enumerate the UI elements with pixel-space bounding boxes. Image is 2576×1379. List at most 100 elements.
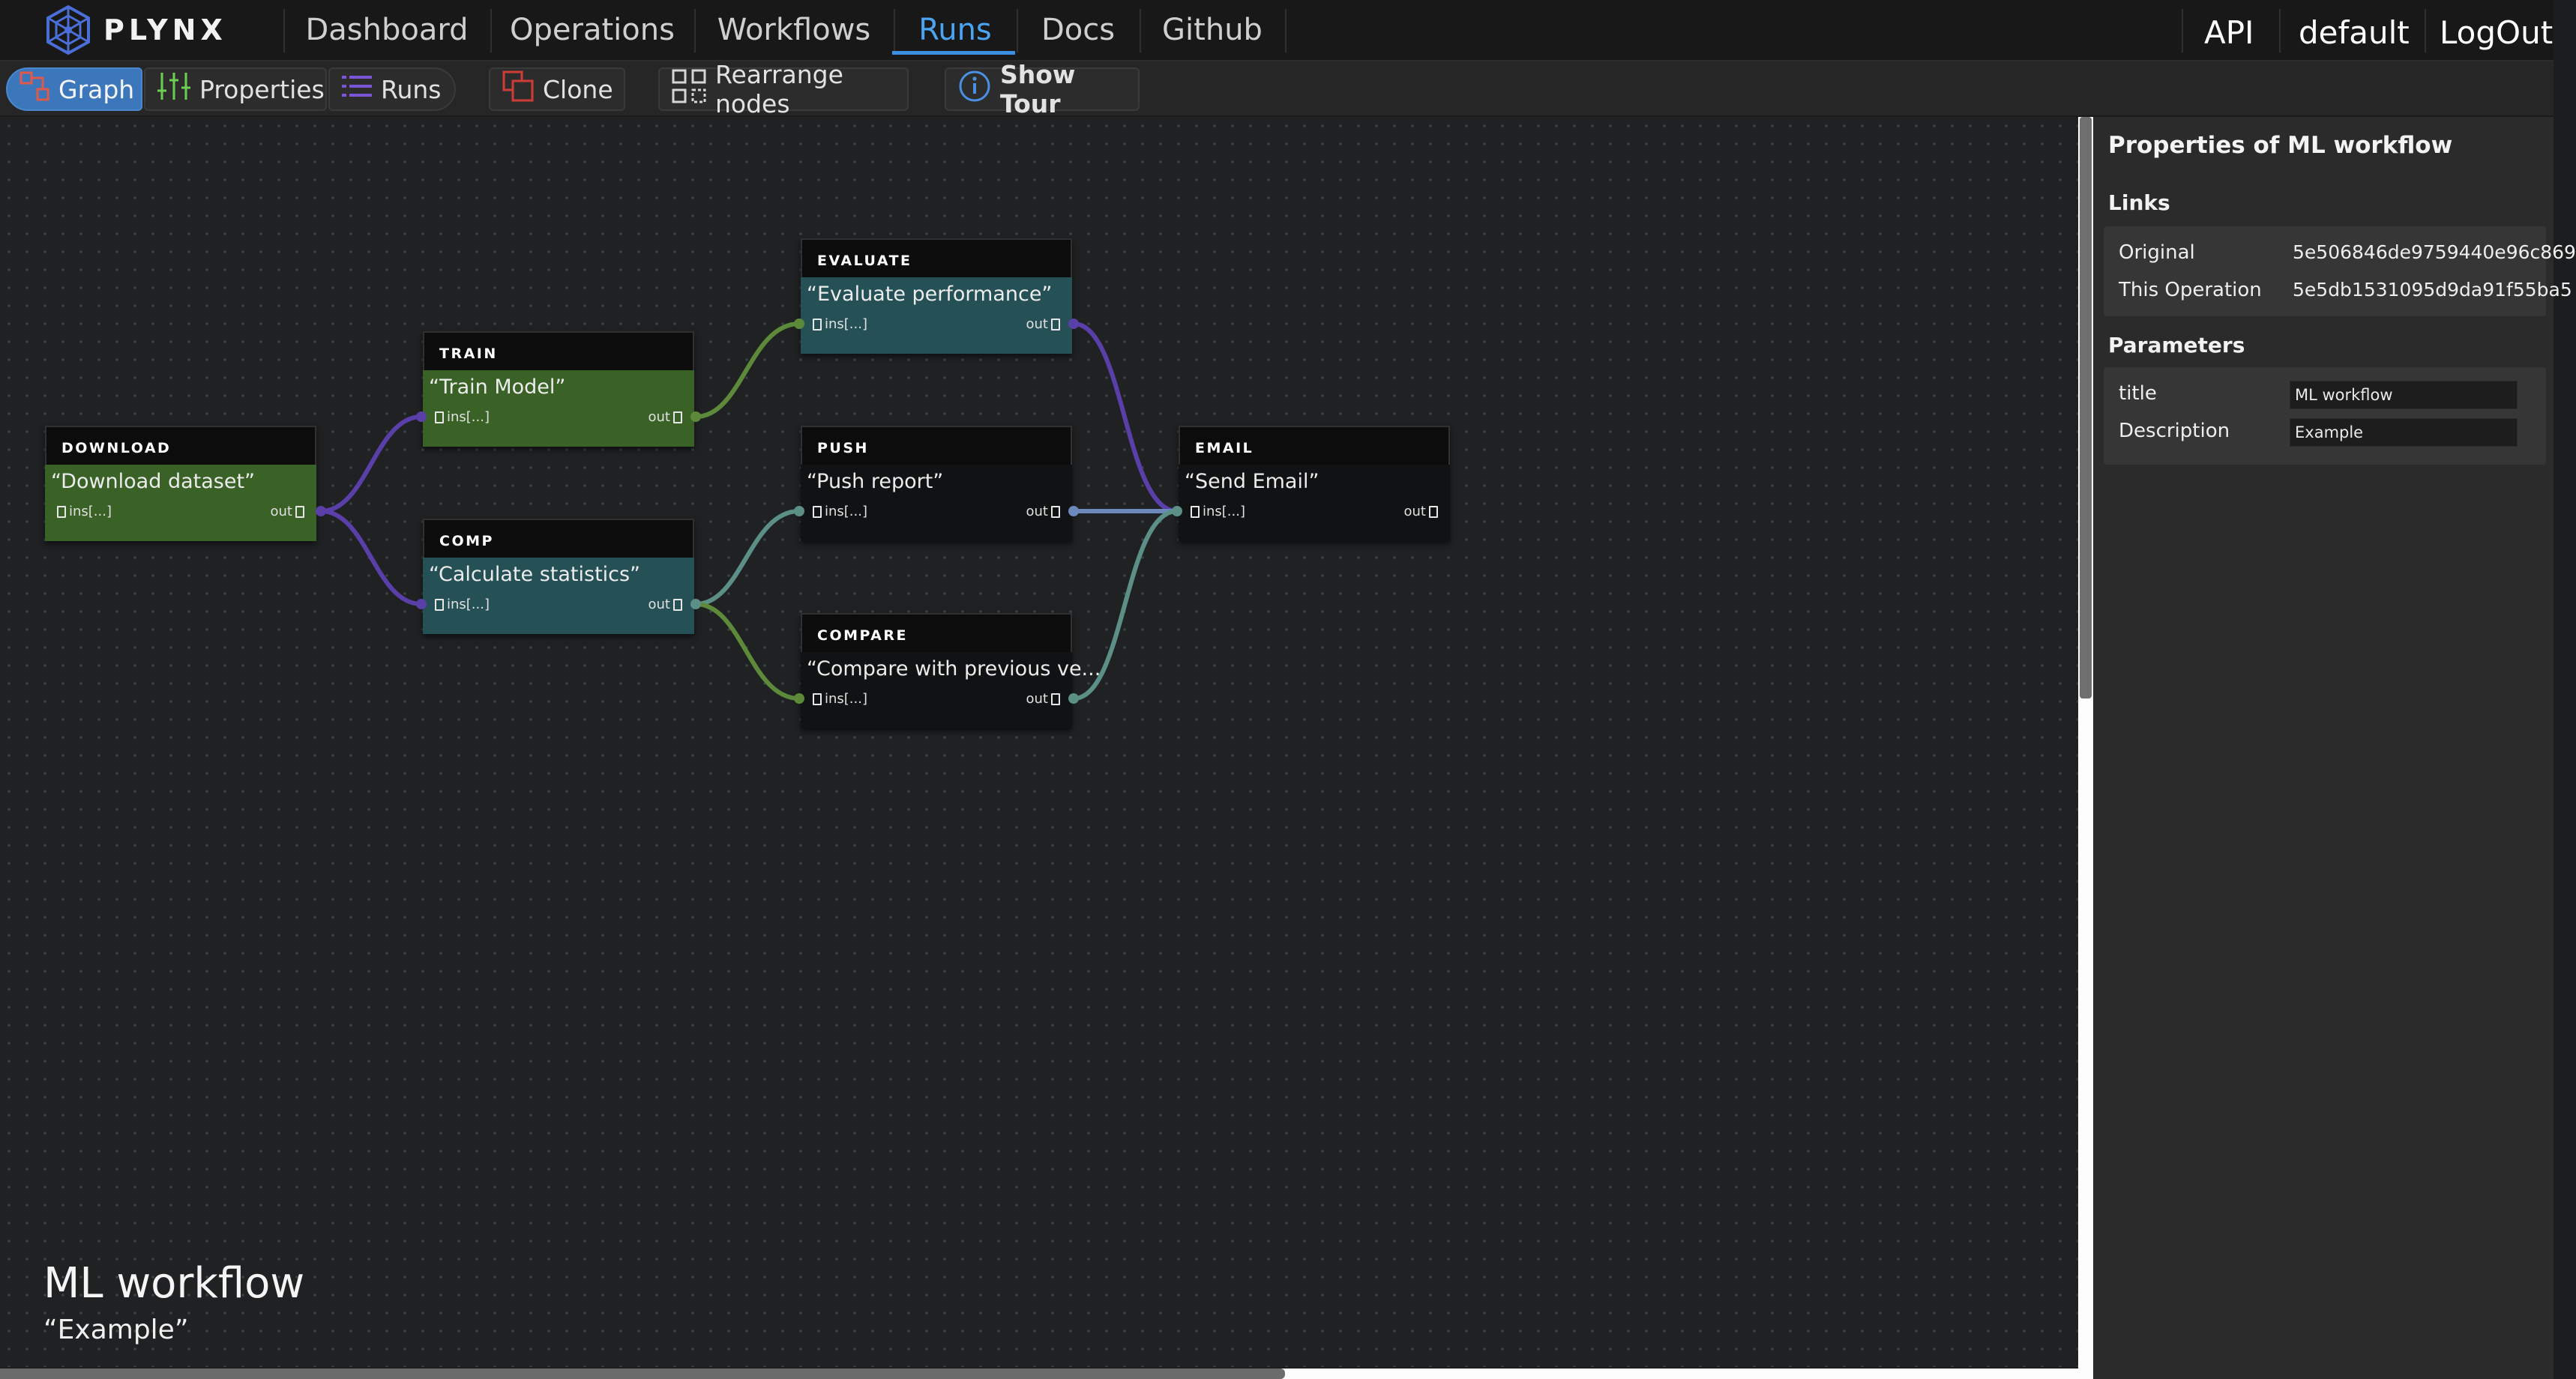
output-port-label: out <box>1026 504 1048 519</box>
nav-dashboard[interactable]: Dashboard <box>305 13 469 47</box>
file-icon <box>435 598 444 611</box>
nav-divider <box>1285 9 1287 52</box>
output-port[interactable]: out <box>1026 316 1063 332</box>
input-port[interactable]: ins[...] <box>1188 504 1245 519</box>
link-original[interactable]: 5e506846de9759440e96c869 <box>2293 241 2576 263</box>
output-port[interactable]: out <box>648 597 685 612</box>
plynx-logo[interactable]: PLYNX <box>45 3 227 57</box>
output-port-label: out <box>1026 691 1048 707</box>
graph-view-label: Graph <box>58 74 135 104</box>
properties-view-label: Properties <box>199 74 325 104</box>
nav-divider <box>694 9 696 52</box>
graph-canvas[interactable]: DOWNLOAD “Download dataset” ins[...] out… <box>0 117 2078 1367</box>
clone-button[interactable]: Clone <box>489 67 625 111</box>
param-title-input[interactable]: ML workflow <box>2290 381 2518 409</box>
top-navbar: PLYNX Dashboard Operations Workflows Run… <box>0 0 2554 61</box>
nav-divider <box>1017 9 1018 52</box>
port-dot[interactable] <box>416 411 427 422</box>
node-type-label: COMPARE <box>801 613 1072 652</box>
logout-link[interactable]: LogOut <box>2440 14 2554 51</box>
runs-view-button[interactable]: Runs <box>328 67 456 111</box>
properties-view-button[interactable]: Properties <box>144 67 327 111</box>
port-dot[interactable] <box>1068 506 1079 516</box>
file-icon <box>57 505 66 518</box>
sliders-icon <box>157 71 190 107</box>
port-dot[interactable] <box>1172 506 1182 516</box>
edge-train-evaluate <box>695 322 800 419</box>
horizontal-scrollbar-thumb[interactable] <box>0 1369 1285 1379</box>
api-link[interactable]: API <box>2204 14 2254 51</box>
nav-divider <box>894 9 895 52</box>
links-box: Original 5e506846de9759440e96c869 This O… <box>2104 226 2576 316</box>
nav-divider <box>490 9 492 52</box>
input-port[interactable]: ins[...] <box>810 504 867 519</box>
show-tour-button[interactable]: Show Tour <box>945 60 1140 118</box>
edge-comp-compare <box>695 602 800 701</box>
node-train[interactable]: TRAIN “Train Model” ins[...] out <box>423 331 694 447</box>
input-port-label: ins[...] <box>447 597 490 612</box>
node-evaluate[interactable]: EVALUATE “Evaluate performance” ins[...]… <box>801 238 1072 354</box>
graph-view-button[interactable]: Graph <box>6 67 142 111</box>
file-icon <box>295 505 304 518</box>
param-description-input[interactable]: Example <box>2290 418 2518 447</box>
input-port[interactable]: ins[...] <box>810 316 867 332</box>
output-port[interactable]: out <box>1026 504 1063 519</box>
graph-icon <box>19 71 49 107</box>
port-dot[interactable] <box>690 599 701 609</box>
node-title: “Calculate statistics” <box>423 558 694 592</box>
file-icon <box>813 318 822 331</box>
rearrange-nodes-button[interactable]: Rearrange nodes <box>658 60 909 118</box>
node-download[interactable]: DOWNLOAD “Download dataset” ins[...] out <box>45 426 316 541</box>
node-compare[interactable]: COMPARE “Compare with previous ve... ins… <box>801 613 1101 728</box>
port-dot[interactable] <box>416 599 427 609</box>
output-port[interactable]: out <box>648 409 685 425</box>
port-dot[interactable] <box>1068 319 1079 329</box>
plynx-hexagon-icon <box>46 4 90 55</box>
output-port[interactable]: out <box>271 504 307 519</box>
nav-runs[interactable]: Runs <box>918 13 992 47</box>
file-icon <box>1051 692 1060 705</box>
port-dot[interactable] <box>794 319 804 329</box>
input-port-label: ins[...] <box>447 409 490 425</box>
file-icon <box>435 411 444 423</box>
clone-label: Clone <box>543 74 613 104</box>
port-dot[interactable] <box>690 411 701 422</box>
input-port[interactable]: ins[...] <box>432 409 490 425</box>
input-port[interactable]: ins[...] <box>54 504 112 519</box>
nav-divider <box>2182 9 2183 52</box>
node-type-label: TRAIN <box>423 331 694 370</box>
nav-docs[interactable]: Docs <box>1041 13 1116 47</box>
port-dot[interactable] <box>1068 693 1079 704</box>
nav-operations[interactable]: Operations <box>510 13 675 47</box>
port-dot[interactable] <box>316 506 326 516</box>
param-label-title: title <box>2119 382 2157 405</box>
nav-github[interactable]: Github <box>1162 13 1263 47</box>
show-tour-label: Show Tour <box>1000 60 1076 118</box>
input-port[interactable]: ins[...] <box>810 691 867 707</box>
port-dot[interactable] <box>794 693 804 704</box>
edge-evaluate-email <box>1073 322 1178 513</box>
node-email[interactable]: EMAIL “Send Email” ins[...] out <box>1179 426 1450 541</box>
nav-workflows[interactable]: Workflows <box>717 13 871 47</box>
user-menu[interactable]: default <box>2299 14 2410 51</box>
workflow-title: ML workflow <box>43 1259 305 1308</box>
horizontal-scrollbar[interactable] <box>0 1369 2081 1379</box>
vertical-scrollbar[interactable] <box>2078 117 2093 1379</box>
input-port[interactable]: ins[...] <box>432 597 490 612</box>
node-type-label: EMAIL <box>1179 426 1450 465</box>
parameters-section-title: Parameters <box>2108 333 2245 357</box>
nav-divider <box>283 9 285 52</box>
node-comp[interactable]: COMP “Calculate statistics” ins[...] out <box>423 519 694 634</box>
edge-download-comp <box>320 509 422 606</box>
node-push[interactable]: PUSH “Push report” ins[...] out <box>801 426 1072 541</box>
link-label-this-operation: This Operation <box>2119 279 2262 301</box>
output-port[interactable]: out <box>1026 691 1063 707</box>
editor-toolbar: Graph Properties Runs Clone Rearrange no… <box>0 60 2554 118</box>
vertical-scrollbar-thumb[interactable] <box>2080 117 2092 698</box>
output-port[interactable]: out <box>1404 504 1441 519</box>
port-dot[interactable] <box>794 506 804 516</box>
node-type-label: PUSH <box>801 426 1072 465</box>
link-this-operation[interactable]: 5e5db1531095d9da91f55ba5 <box>2293 279 2572 301</box>
panel-title: Properties of ML workflow <box>2108 132 2453 159</box>
file-icon <box>673 411 682 423</box>
